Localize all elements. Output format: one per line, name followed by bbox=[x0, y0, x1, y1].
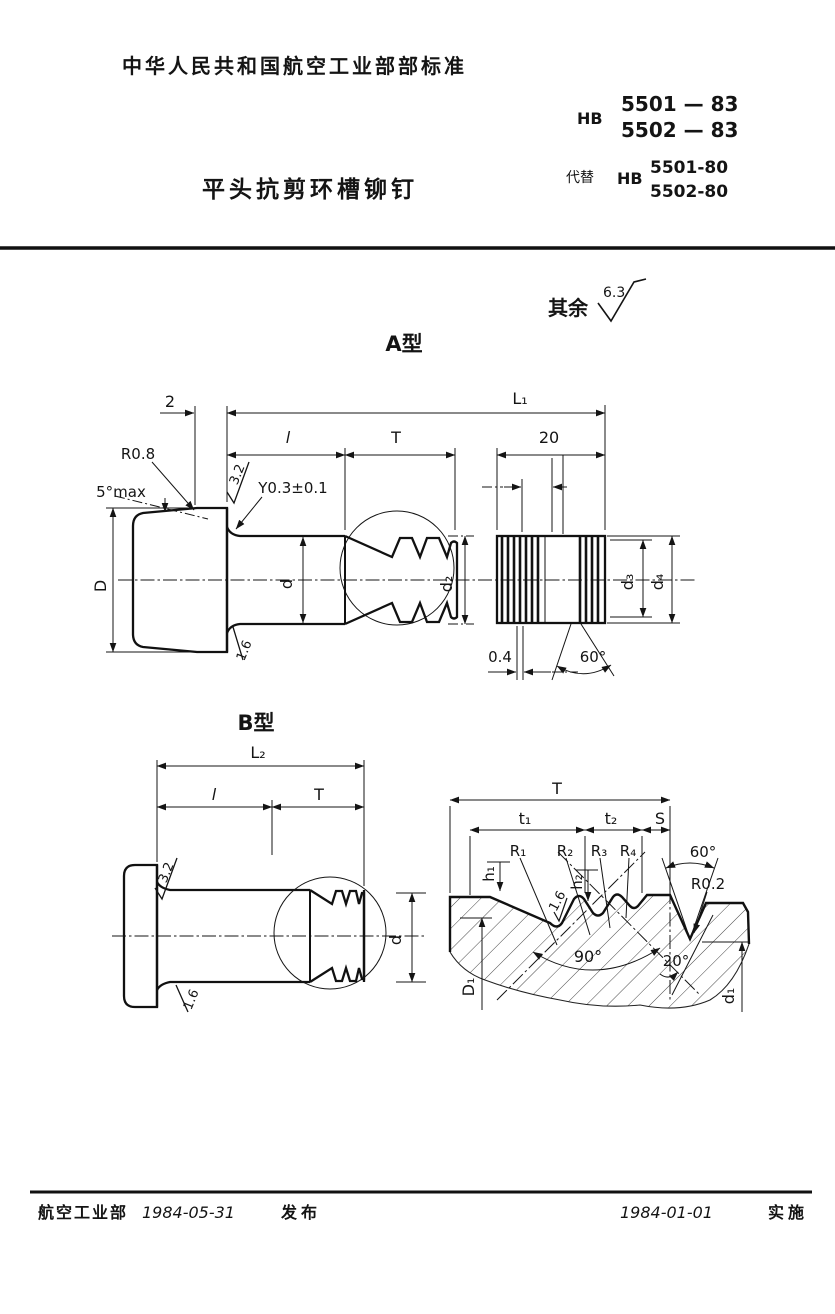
a-dim-04: 0.4 bbox=[488, 648, 512, 666]
detail-dim-d1: d₁ bbox=[719, 988, 738, 1005]
b-roughness-16: 1.6 bbox=[181, 987, 203, 1012]
a-dim-d4: d₄ bbox=[648, 574, 667, 591]
a-dim-R08: R0.8 bbox=[121, 445, 155, 463]
a-dim-Y03: Y0.3±0.1 bbox=[257, 479, 327, 497]
b-dim-L2: L₂ bbox=[250, 743, 265, 762]
b-roughness-32: 3.2 bbox=[156, 860, 178, 885]
detail-roughness-16: 1.6 bbox=[546, 889, 569, 914]
detail-reference-circle bbox=[339, 510, 455, 626]
b-dimensions bbox=[154, 760, 426, 1013]
detail-dim-h1: h₁ bbox=[480, 866, 498, 882]
detail-reference-circle-b bbox=[273, 876, 387, 990]
a-dim-d: d bbox=[277, 579, 296, 589]
a-roughness-16: 1.6 bbox=[234, 638, 256, 663]
footer-issuing-org: 航空工业部 bbox=[38, 1203, 128, 1222]
view-a: A型 bbox=[91, 332, 695, 681]
document-footer: 航空工业部 1984-05-31 发布 1984-01-01 实施 bbox=[30, 1190, 812, 1222]
view-a-label: A型 bbox=[385, 332, 422, 356]
a-dim-60: 60° bbox=[580, 648, 607, 666]
footer-impl-date: 1984-01-01 bbox=[620, 1203, 713, 1222]
replaces-line1: 5501-80 bbox=[650, 158, 728, 178]
groove-detail-view: T t₁ t₂ S R₁ R₂ R₃ R₄ h₁ h₂ 1.6 60° R0.2… bbox=[448, 779, 751, 1012]
detail-dim-R3: R₃ bbox=[591, 842, 607, 860]
view-b-label: B型 bbox=[237, 711, 274, 735]
a-dim-20: 20 bbox=[539, 428, 559, 447]
rivet-head-outline-b bbox=[122, 863, 159, 1009]
detail-dim-R4: R₄ bbox=[620, 842, 636, 860]
detail-dim-t2: t₂ bbox=[605, 809, 618, 828]
footer-impl-label: 实施 bbox=[768, 1203, 808, 1222]
detail-dim-h2: h₂ bbox=[568, 874, 586, 890]
detail-dim-R2: R₂ bbox=[557, 842, 573, 860]
detail-dim-R1: R₁ bbox=[510, 842, 526, 860]
view-b: B型 L₂ l T 3.2 1.6 bbox=[112, 711, 426, 1013]
b-dim-l: l bbox=[212, 785, 217, 804]
document-header: 中华人民共和国航空工业部部标准 HB 5501 — 83 5502 — 83 平… bbox=[0, 54, 835, 250]
standard-code-prefix: HB bbox=[577, 109, 603, 128]
a-dimensions bbox=[106, 405, 680, 681]
replaces-prefix: HB bbox=[617, 169, 643, 188]
footer-issue-date: 1984-05-31 bbox=[142, 1203, 235, 1222]
a-dim-L1: L₁ bbox=[512, 389, 527, 408]
detail-dim-D1: D₁ bbox=[459, 978, 478, 997]
detail-dim-90: 90° bbox=[574, 947, 602, 966]
detail-dimensions bbox=[449, 796, 750, 1012]
b-dim-T: T bbox=[313, 785, 324, 804]
ring-groove-profile bbox=[344, 534, 459, 626]
detail-dim-60: 60° bbox=[690, 843, 717, 861]
a-dim-D: D bbox=[91, 580, 110, 592]
detail-dim-t1: t₁ bbox=[519, 809, 532, 828]
standard-code-line1: 5501 — 83 bbox=[621, 92, 738, 116]
roughness-check-icon bbox=[597, 278, 647, 323]
b-dim-d: d bbox=[386, 935, 405, 945]
a-dim-l: l bbox=[286, 428, 291, 447]
a-roughness-32: 3.2 bbox=[227, 462, 249, 487]
groove-profile bbox=[448, 893, 751, 952]
detail-dim-R02: R0.2 bbox=[691, 875, 725, 893]
replaces-line2: 5502-80 bbox=[650, 182, 728, 202]
rivet-head-outline bbox=[131, 506, 229, 654]
detail-dim-S: S bbox=[655, 809, 665, 828]
document-title: 平头抗剪环槽铆钉 bbox=[202, 176, 418, 203]
surface-roughness-note: 其余 6.3 bbox=[548, 278, 647, 323]
rest-roughness-value: 6.3 bbox=[603, 285, 625, 301]
a-dim-T: T bbox=[390, 428, 401, 447]
replaces-label: 代替 bbox=[566, 170, 594, 186]
a-dim-5max: 5°max bbox=[96, 483, 146, 501]
a-dim-d2: d₂ bbox=[437, 576, 456, 593]
detail-dim-20: 20° bbox=[663, 952, 690, 970]
serrated-tail bbox=[495, 534, 607, 625]
rest-label: 其余 bbox=[548, 296, 589, 320]
footer-issue-label: 发布 bbox=[280, 1203, 321, 1222]
detail-dim-T: T bbox=[551, 779, 562, 798]
standard-org-title: 中华人民共和国航空工业部部标准 bbox=[122, 54, 467, 78]
a-dim-2: 2 bbox=[165, 392, 175, 411]
a-dim-d3: d₃ bbox=[618, 574, 637, 591]
standard-code-line2: 5502 — 83 bbox=[621, 118, 738, 142]
